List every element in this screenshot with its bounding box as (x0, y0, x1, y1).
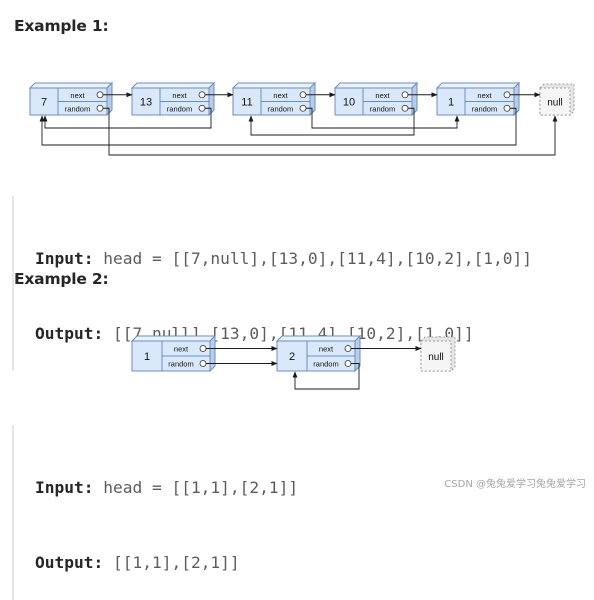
example-2-code: Input: head = [[1,1],[2,1]] Output: [[1,… (12, 425, 298, 600)
node-next-label: next (319, 345, 334, 354)
list-node: 7 next random (28, 81, 114, 117)
node-random-label: random (168, 360, 193, 369)
output-value: [[1,1],[2,1]] (103, 553, 240, 572)
random-arrow (42, 107, 212, 129)
output-label: Output: (35, 324, 104, 343)
node-side-face (106, 81, 113, 117)
node-next-label: next (375, 91, 390, 100)
node-next-label: next (174, 345, 189, 354)
random-pointer-dot (401, 104, 409, 112)
node-top-face (275, 335, 362, 342)
null-node: null (539, 83, 575, 116)
node-value: 11 (241, 97, 252, 109)
list-node: 13 next random (130, 81, 216, 117)
random-pointer-dot (199, 360, 207, 367)
node-value: 10 (343, 97, 355, 109)
next-pointer-dot (299, 91, 307, 99)
node-side-face (209, 334, 216, 373)
node-random-label: random (313, 360, 338, 369)
example-1-input-line: Input: head = [[7,null],[13,0],[11,4],[1… (35, 246, 532, 271)
node-value: 13 (140, 97, 152, 109)
node-next-label: next (172, 91, 187, 100)
next-pointer-dot (198, 91, 206, 99)
node-random-label: random (65, 104, 90, 113)
node-top-face (333, 82, 419, 89)
null-node: null (420, 336, 456, 372)
random-arrow (103, 107, 558, 156)
example-2-input-line: Input: head = [[1,1],[2,1]] (35, 475, 298, 500)
list-node: 10 next random (333, 81, 419, 117)
random-pointer-dot (299, 104, 307, 112)
node-next-label: next (70, 91, 85, 100)
watermark: CSDN @兔兔爱学习兔兔爱学习 (444, 479, 586, 490)
node-random-label: random (370, 104, 395, 113)
random-arrow (39, 107, 517, 146)
node-top-face (231, 82, 317, 89)
node-value: 1 (144, 351, 150, 363)
input-label: Input: (35, 478, 94, 497)
list-node: 1 next random (130, 334, 217, 373)
null-box (539, 87, 571, 116)
node-top-face (130, 82, 216, 89)
list-node: 11 next random (231, 81, 317, 117)
example-2-title: Example 2: (14, 270, 109, 288)
null-label: null (547, 98, 563, 109)
linked-list-diagram-2: 1 next random 2 next random null (130, 334, 456, 390)
node-next-label: next (273, 91, 288, 100)
example-2-output-line: Output: [[1,1],[2,1]] (35, 550, 298, 575)
next-pointer-dot (401, 91, 409, 99)
random-arrow (248, 107, 415, 136)
random-pointer-dot (503, 104, 511, 112)
null-box (420, 340, 452, 372)
node-value: 1 (448, 97, 454, 109)
example-1-title: Example 1: (14, 17, 109, 35)
random-arrow (292, 363, 360, 390)
node-top-face (130, 335, 217, 342)
list-node: 1 next random (435, 81, 521, 117)
next-pointer-dot (344, 345, 352, 352)
node-value: 7 (41, 97, 47, 109)
input-value: head = [[1,1],[2,1]] (93, 478, 299, 497)
input-value: head = [[7,null],[13,0],[11,4],[10,2],[1… (93, 249, 533, 268)
node-random-label: random (472, 104, 497, 113)
node-top-face (28, 82, 114, 89)
node-side-face (513, 81, 520, 117)
output-label: Output: (35, 553, 104, 572)
list-node: 2 next random (275, 334, 362, 373)
node-side-face (208, 81, 215, 117)
next-pointer-dot (503, 91, 511, 99)
random-pointer-dot (344, 360, 352, 367)
input-label: Input: (35, 249, 94, 268)
node-side-face (309, 81, 316, 117)
linked-list-diagram-1: 7 next random 13 next random 11 next random 10 nex… (28, 81, 575, 156)
node-top-face (435, 82, 521, 89)
null-label: null (428, 352, 444, 363)
next-pointer-dot (96, 91, 104, 99)
node-value: 2 (289, 351, 295, 363)
node-random-label: random (268, 104, 293, 113)
next-pointer-dot (199, 345, 207, 352)
random-arrow (306, 107, 460, 129)
random-pointer-dot (198, 104, 206, 112)
node-random-label: random (167, 104, 192, 113)
example-1-code: Input: head = [[7,null],[13,0],[11,4],[1… (12, 196, 532, 371)
node-side-face (411, 81, 418, 117)
node-next-label: next (477, 91, 492, 100)
random-pointer-dot (96, 104, 104, 112)
